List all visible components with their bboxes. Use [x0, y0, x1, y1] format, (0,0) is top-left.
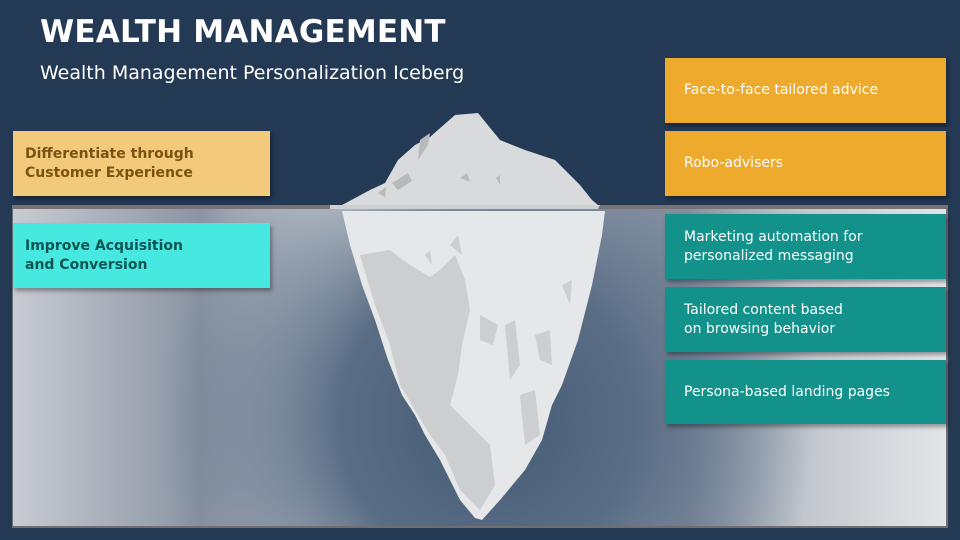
item-text: Robo-advisers: [684, 155, 784, 171]
item-text: Persona-based landing pages: [684, 383, 890, 400]
item-persona-landing-pages: Persona-based landing pages: [665, 360, 946, 424]
page-title: WEALTH MANAGEMENT: [40, 14, 446, 50]
item-tailored-content: Tailored content based on browsing behav…: [665, 287, 946, 352]
label-text: Improve Acquisition and Conversion: [25, 237, 183, 273]
label-text: Differentiate through Customer Experienc…: [25, 145, 194, 181]
label-improve-acquisition-conversion: Improve Acquisition and Conversion: [13, 223, 270, 288]
item-text: Marketing automation for personalized me…: [684, 228, 863, 264]
item-text: Tailored content based on browsing behav…: [684, 301, 843, 337]
iceberg-icon: [330, 113, 605, 520]
item-text: Face-to-face tailored advice: [684, 82, 879, 98]
label-differentiate-customer-experience: Differentiate through Customer Experienc…: [13, 131, 270, 196]
item-robo-advisers: Robo-advisers: [665, 131, 946, 196]
item-marketing-automation: Marketing automation for personalized me…: [665, 214, 946, 279]
page-subtitle: Wealth Management Personalization Iceber…: [40, 62, 465, 84]
item-face-to-face-advice: Face-to-face tailored advice: [665, 58, 946, 123]
